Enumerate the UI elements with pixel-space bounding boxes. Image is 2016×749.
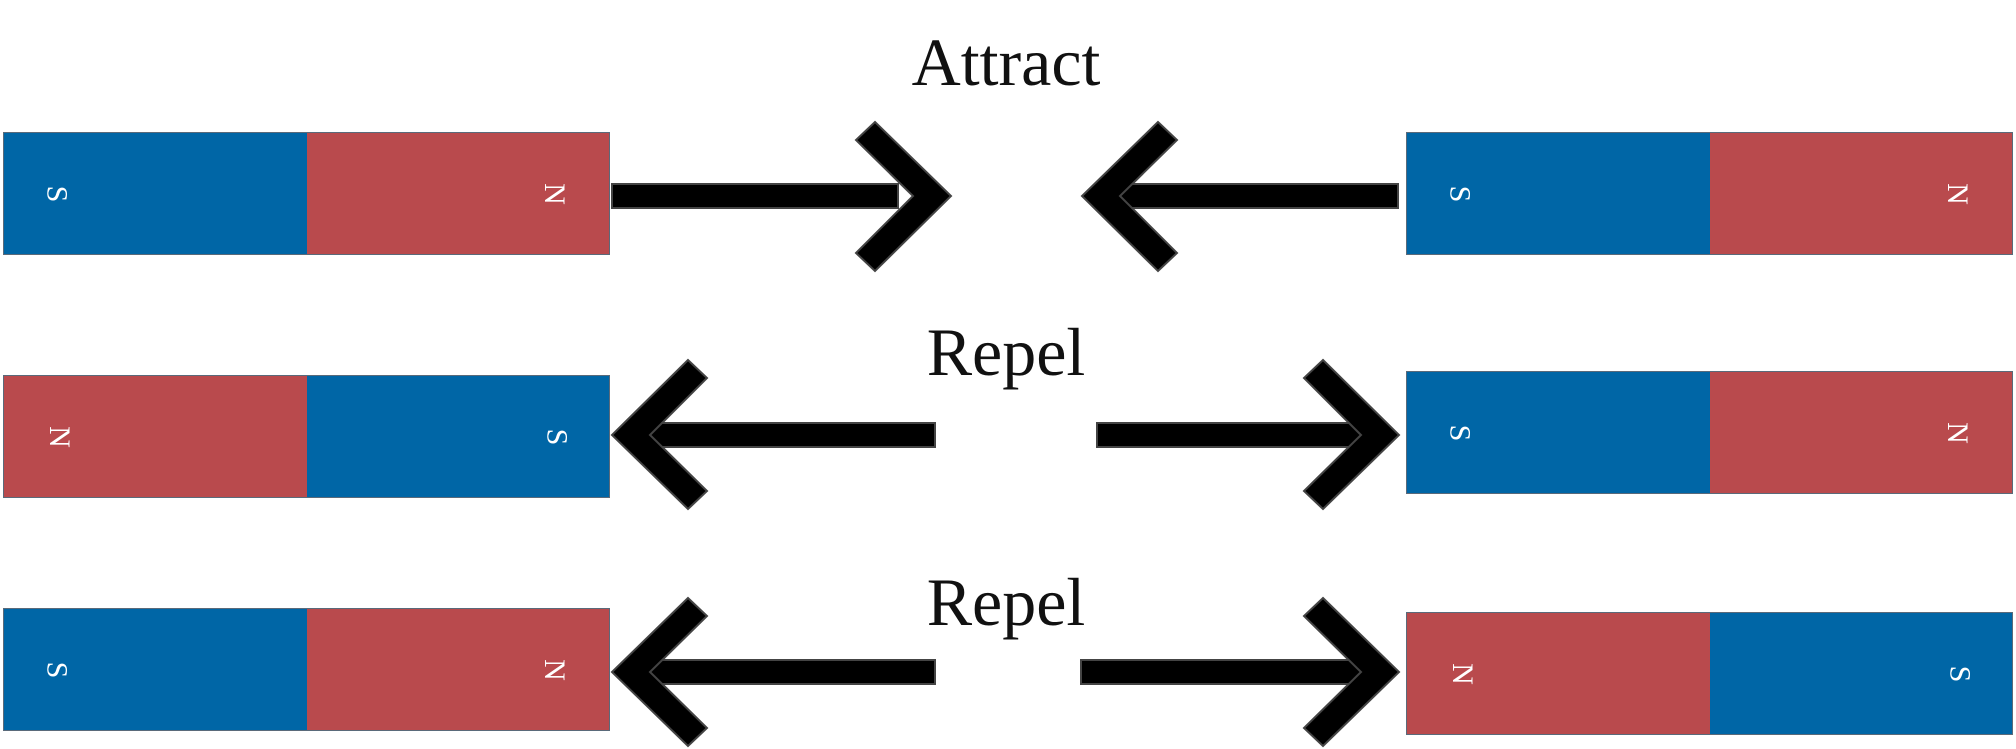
row-3-left-magnet-left-half: S bbox=[4, 609, 307, 730]
row-1-left-magnet-left-half: S bbox=[4, 133, 307, 254]
row-2-right-magnet-right-half: N bbox=[1709, 372, 2012, 493]
row-3-right-arrow-right-icon bbox=[1080, 596, 1401, 748]
row-2-right-arrow-right-icon bbox=[1096, 358, 1401, 511]
row-1-right-arrow-left-icon bbox=[1080, 120, 1399, 273]
row-2-left-magnet-right-half: S bbox=[306, 376, 609, 497]
row-3-right-magnet-right-half: S bbox=[1709, 613, 2012, 734]
row-2-left-magnet: N S bbox=[3, 375, 610, 498]
row-3-left-arrow-left-icon bbox=[610, 596, 936, 748]
row-1-right-magnet-left-half: S bbox=[1407, 133, 1710, 254]
row-3-right-magnet: N S bbox=[1406, 612, 2013, 735]
row-1-label: Attract bbox=[911, 24, 1101, 100]
row-2-left-arrow-left-icon bbox=[610, 358, 936, 511]
row-3-label: Repel bbox=[926, 564, 1086, 640]
row-1-left-magnet-right-half: N bbox=[306, 133, 609, 254]
row-1-left-magnet: S N bbox=[3, 132, 610, 255]
row-2-left-magnet-left-half: N bbox=[4, 376, 307, 497]
row-1-right-magnet: S N bbox=[1406, 132, 2013, 255]
row-2-label: Repel bbox=[926, 314, 1086, 390]
row-3-left-magnet-right-half: N bbox=[306, 609, 609, 730]
row-3-right-magnet-left-half: N bbox=[1407, 613, 1710, 734]
row-3-left-magnet: S N bbox=[3, 608, 610, 731]
row-2-right-magnet: S N bbox=[1406, 371, 2013, 494]
row-2-right-magnet-left-half: S bbox=[1407, 372, 1710, 493]
row-1-right-magnet-right-half: N bbox=[1709, 133, 2012, 254]
row-1-left-arrow-right-icon bbox=[611, 120, 953, 273]
